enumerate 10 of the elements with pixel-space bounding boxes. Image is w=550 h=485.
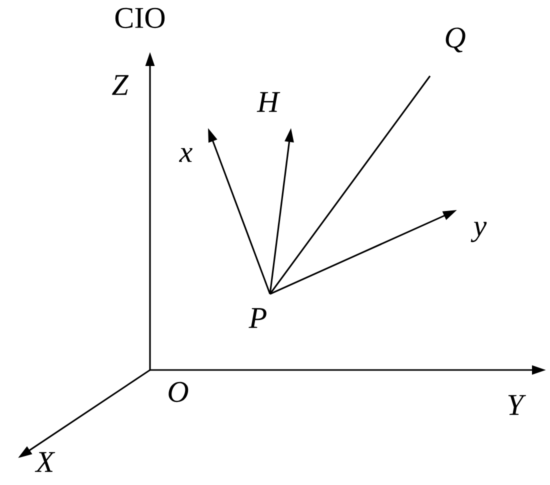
axis-label: X bbox=[34, 452, 56, 472]
point-label: x bbox=[178, 148, 192, 162]
point-label: Q bbox=[446, 28, 466, 52]
point-label: y bbox=[470, 222, 487, 242]
point-label: P bbox=[248, 308, 266, 328]
axis-label: CIO bbox=[115, 8, 165, 28]
axis-label: O bbox=[168, 382, 188, 402]
point-label: H bbox=[256, 92, 280, 112]
axis-label: Y bbox=[508, 395, 526, 415]
axis-label: Z bbox=[112, 75, 129, 95]
